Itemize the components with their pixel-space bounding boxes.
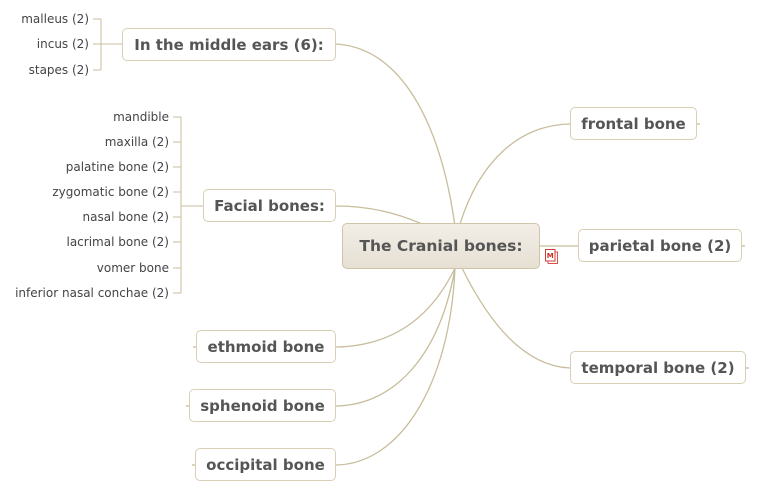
topic-temporal-bone-label: temporal bone (2) xyxy=(581,358,735,377)
leaf-mandible[interactable]: mandible xyxy=(113,110,169,124)
leaf-stapes[interactable]: stapes (2) xyxy=(28,63,89,77)
topic-sphenoid-bone[interactable]: sphenoid bone xyxy=(189,389,336,422)
topic-facial-bones-label: Facial bones: xyxy=(214,196,325,215)
central-topic-label: The Cranial bones: xyxy=(359,237,523,255)
topic-ethmoid-bone-label: ethmoid bone xyxy=(207,337,325,356)
topic-sphenoid-bone-label: sphenoid bone xyxy=(200,396,325,415)
connector-middle-ears xyxy=(335,43,456,227)
topic-frontal-bone[interactable]: frontal bone xyxy=(570,107,697,140)
leaf-incus[interactable]: incus (2) xyxy=(36,37,89,51)
topic-middle-ears-label: In the middle ears (6): xyxy=(134,35,324,54)
leaf-zygomatic-bone[interactable]: zygomatic bone (2) xyxy=(52,185,169,199)
connector-sphenoid xyxy=(335,267,456,407)
connector-temporal xyxy=(461,267,571,369)
leaf-maxilla[interactable]: maxilla (2) xyxy=(104,135,169,149)
topic-facial-bones[interactable]: Facial bones: xyxy=(203,189,336,222)
connector-occipital xyxy=(335,267,456,466)
leaf-vomer-bone[interactable]: vomer bone xyxy=(96,261,169,275)
mindmap-file-icon[interactable]: M xyxy=(545,249,558,264)
leaf-inferior-nasal-conchae[interactable]: inferior nasal conchae (2) xyxy=(15,286,169,300)
svg-text:M: M xyxy=(547,252,554,260)
leaf-malleus[interactable]: malleus (2) xyxy=(21,12,89,26)
topic-frontal-bone-label: frontal bone xyxy=(581,114,686,133)
connector-frontal xyxy=(459,123,571,225)
topic-parietal-bone[interactable]: parietal bone (2) xyxy=(578,229,742,262)
topic-temporal-bone[interactable]: temporal bone (2) xyxy=(570,351,746,384)
topic-occipital-bone-label: occipital bone xyxy=(206,455,325,474)
topic-middle-ears[interactable]: In the middle ears (6): xyxy=(122,28,336,61)
leaf-palatine-bone[interactable]: palatine bone (2) xyxy=(65,160,169,174)
topic-parietal-bone-label: parietal bone (2) xyxy=(588,236,732,255)
connector-ethmoid xyxy=(335,267,456,348)
connector-facial xyxy=(335,205,423,225)
topic-ethmoid-bone[interactable]: ethmoid bone xyxy=(196,330,336,363)
leaf-lacrimal-bone[interactable]: lacrimal bone (2) xyxy=(66,235,169,249)
leaf-nasal-bone[interactable]: nasal bone (2) xyxy=(82,210,169,224)
central-topic[interactable]: The Cranial bones: xyxy=(342,223,540,269)
topic-occipital-bone[interactable]: occipital bone xyxy=(195,448,336,481)
